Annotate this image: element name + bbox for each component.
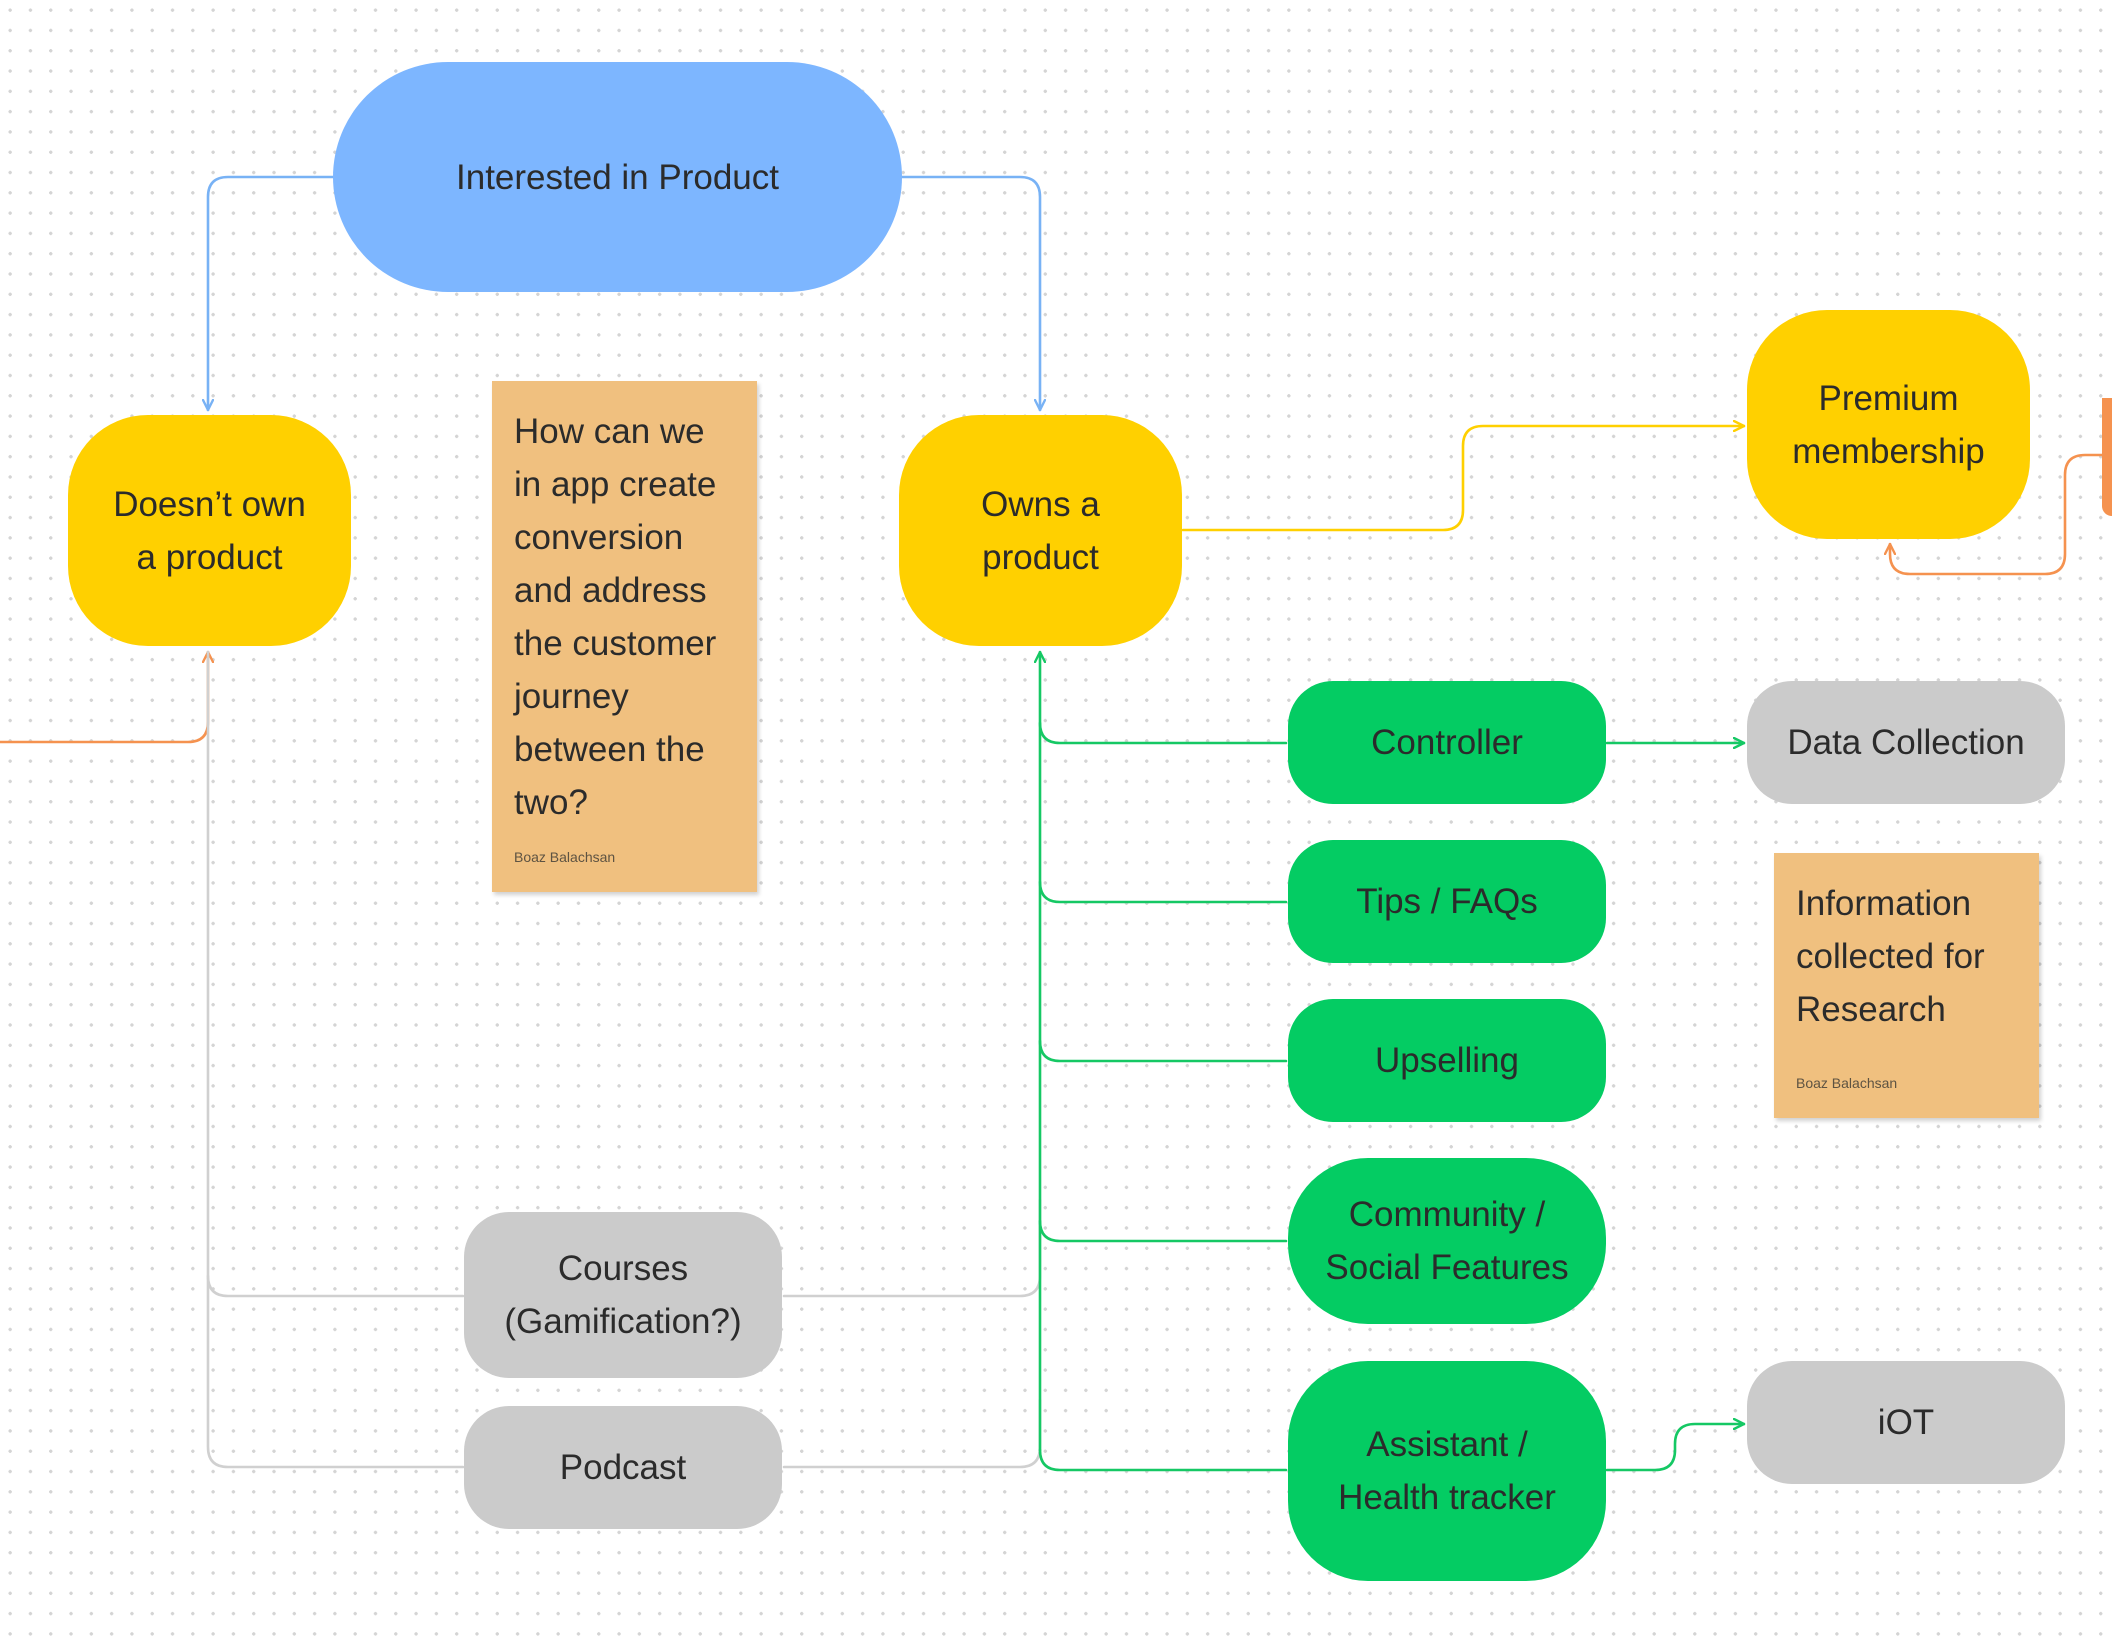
connector-offscreen-to-premium[interactable] — [1890, 453, 2112, 576]
node-iot[interactable]: iOT — [1747, 1361, 2065, 1484]
connector-owns-to-premium[interactable] — [1181, 426, 1746, 532]
connector-assistant-to-owns[interactable] — [1038, 1448, 1288, 1472]
node-premium-membership[interactable]: Premium membership — [1747, 310, 2030, 539]
sticky-note-text: Information collected for Research — [1796, 884, 1985, 1029]
node-owns-product[interactable]: Owns a product — [899, 415, 1182, 646]
sticky-note-author: Boaz Balachsan — [1796, 1075, 1898, 1091]
sticky-note-author: Boaz Balachsan — [514, 849, 616, 865]
connector-interested-to-owns[interactable] — [900, 175, 1040, 412]
connector-interested-to-doesnt-own[interactable] — [208, 175, 335, 412]
connector-courses-to-doesnt-own — [206, 650, 465, 1298]
connector-assistant-to-iot[interactable] — [1605, 1424, 1746, 1472]
connector-controller-to-owns[interactable] — [1038, 721, 1288, 745]
node-tips-faqs[interactable]: Tips / FAQs — [1288, 840, 1606, 963]
node-courses-gamification[interactable]: Courses (Gamification?) — [464, 1212, 782, 1378]
node-doesnt-own-product[interactable]: Doesn’t own a product — [68, 415, 351, 646]
connector-community-to-owns[interactable] — [1038, 1219, 1288, 1243]
node-offscreen-orange[interactable] — [2102, 398, 2112, 516]
node-assistant-health-tracker[interactable]: Assistant / Health tracker — [1288, 1361, 1606, 1581]
node-community-social-features[interactable]: Community / Social Features — [1288, 1158, 1606, 1324]
connector-upselling-to-owns[interactable] — [1038, 1039, 1288, 1063]
node-controller[interactable]: Controller — [1288, 681, 1606, 804]
connector-offscreen-to-doesnt-own[interactable] — [0, 650, 208, 744]
connector-podcast-to-owns — [782, 1398, 1042, 1469]
connector-podcast-to-doesnt-own — [206, 1274, 465, 1469]
node-data-collection[interactable]: Data Collection — [1747, 681, 2065, 804]
node-interested-in-product[interactable]: Interested in Product — [333, 62, 902, 292]
connector-tips-to-owns[interactable] — [1038, 880, 1288, 904]
node-podcast[interactable]: Podcast — [464, 1406, 782, 1529]
sticky-note-conversion-question[interactable]: How can we in app create conversion and … — [492, 381, 757, 892]
node-upselling[interactable]: Upselling — [1288, 999, 1606, 1122]
sticky-note-research-info[interactable]: Information collected for Research Boaz … — [1774, 853, 2039, 1118]
connector-courses-to-owns — [782, 1198, 1042, 1298]
sticky-note-text: How can we in app create conversion and … — [514, 412, 717, 822]
